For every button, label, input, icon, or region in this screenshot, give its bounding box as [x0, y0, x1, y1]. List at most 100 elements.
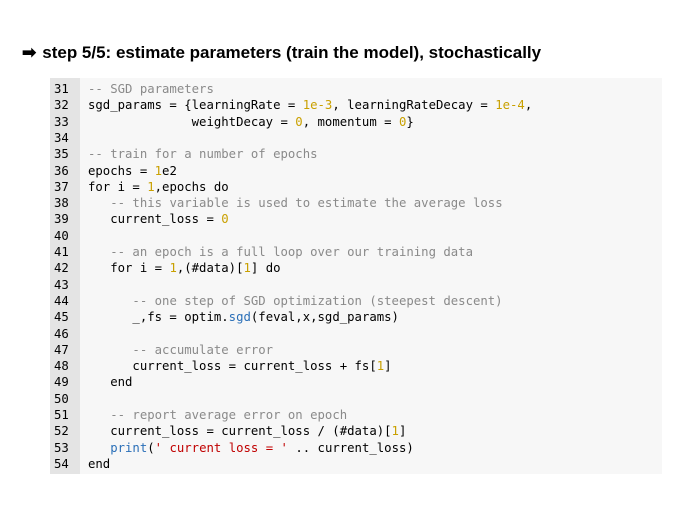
- code-token: 1e-3: [302, 98, 333, 113]
- line-number: 39: [54, 212, 69, 227]
- code-token: (feval,x,sgd_params): [250, 310, 399, 325]
- code-text: -- train for a number of epochs: [88, 146, 318, 162]
- code-token: for i =: [88, 179, 148, 194]
- line-number: 51: [54, 408, 69, 422]
- code-token: weightDecay =: [88, 114, 296, 129]
- code-token: [88, 245, 110, 259]
- code-token: , momentum =: [302, 114, 399, 129]
- code-text: current_loss = current_loss / (#data)[1]: [88, 423, 406, 439]
- code-token: , learningRateDecay =: [332, 98, 496, 113]
- code-text: -- one step of SGD optimization (steepes…: [88, 293, 503, 309]
- line-number: 43: [54, 277, 69, 292]
- code-token: current_loss = current_loss + fs[: [88, 359, 377, 374]
- code-token: [88, 408, 110, 422]
- line-number: 45: [54, 310, 69, 325]
- line-number: 38: [54, 196, 69, 211]
- code-token: 1: [376, 359, 385, 374]
- code-token: [88, 343, 132, 357]
- line-number: 42: [54, 261, 69, 276]
- code-token: sgd: [228, 310, 251, 325]
- code-text: for i = 1,(#data)[1] do: [88, 260, 281, 276]
- code-token: [88, 441, 110, 455]
- code-token: 1: [154, 163, 163, 178]
- code-token: ] do: [250, 261, 281, 276]
- code-token: ]: [384, 359, 392, 374]
- code-token: (: [147, 440, 155, 455]
- code-token: -- accumulate error: [132, 342, 274, 357]
- line-number: 32: [54, 98, 69, 113]
- code-token: 1: [169, 261, 177, 276]
- code-token: print: [110, 440, 148, 455]
- line-number: 52: [54, 424, 69, 439]
- line-number: 53: [54, 440, 69, 455]
- code-text: end: [88, 456, 110, 472]
- code-token: 0: [295, 114, 303, 129]
- line-number: 46: [54, 326, 69, 341]
- code-token: -- SGD parameters: [88, 82, 214, 96]
- line-number: 40: [54, 228, 69, 243]
- code-token: 0: [221, 212, 229, 227]
- line-number: 37: [54, 179, 69, 194]
- code-token: ,(#data)[: [176, 261, 244, 276]
- line-number: 44: [54, 293, 69, 308]
- code-text: -- this variable is used to estimate the…: [88, 195, 503, 211]
- code-text: epochs = 1e2: [88, 163, 177, 179]
- code-token: for i =: [88, 261, 170, 276]
- code-token: ,: [524, 98, 533, 113]
- code-text: -- report average error on epoch: [88, 407, 347, 423]
- line-number: 33: [54, 114, 69, 129]
- code-token: -- an epoch is a full loop over our trai…: [110, 245, 473, 259]
- code-text: current_loss = 0: [88, 211, 229, 227]
- code-token: [88, 196, 110, 210]
- line-number: 41: [54, 245, 69, 259]
- code-token: e2: [162, 163, 177, 178]
- code-token: -- report average error on epoch: [110, 408, 348, 422]
- code-text: weightDecay = 0, momentum = 0}: [88, 114, 414, 130]
- code-token: end: [88, 375, 133, 390]
- code-block: 31 -- SGD parameters 32 sgd_params = {learn…: [50, 78, 662, 474]
- code-token: epochs =: [88, 163, 155, 178]
- line-number: 34: [54, 130, 69, 145]
- slide-heading: ➡ step 5/5: estimate parameters (train th…: [22, 43, 541, 63]
- line-number-gutter: [50, 78, 80, 474]
- code-text: -- an epoch is a full loop over our trai…: [88, 244, 473, 260]
- code-token: 0: [398, 114, 407, 129]
- line-number: 54: [54, 456, 69, 471]
- line-number: 35: [54, 147, 69, 162]
- code-token: [88, 294, 132, 308]
- code-text: sgd_params = {learningRate = 1e-3, learn…: [88, 97, 532, 113]
- code-text: end: [88, 374, 132, 390]
- line-number: 31: [54, 82, 69, 96]
- code-token: 1: [147, 179, 155, 194]
- code-token: 1: [243, 261, 251, 276]
- code-token: ]: [398, 424, 407, 439]
- code-token: .. current_loss): [287, 440, 414, 455]
- heading-text: step 5/5: estimate parameters (train the…: [42, 43, 542, 62]
- code-text: current_loss = current_loss + fs[1]: [88, 358, 392, 374]
- code-text: for i = 1,epochs do: [88, 179, 229, 195]
- line-number: 48: [54, 359, 69, 374]
- code-token: current_loss = current_loss / (#data)[: [88, 424, 392, 439]
- line-number: 36: [54, 163, 69, 178]
- code-token: 1: [391, 424, 399, 439]
- code-token: current_loss =: [88, 212, 222, 227]
- code-token: -- this variable is used to estimate the…: [110, 196, 503, 211]
- code-text: _,fs = optim.sgd(feval,x,sgd_params): [88, 309, 399, 325]
- arrow-right-icon: ➡: [22, 43, 37, 62]
- code-token: -- one step of SGD optimization (steepes…: [132, 293, 503, 308]
- code-token: _,fs = optim.: [88, 310, 229, 325]
- code-token: ,epochs do: [154, 179, 229, 194]
- code-text: -- accumulate error: [88, 342, 273, 358]
- code-token: end: [88, 456, 111, 471]
- line-number: 47: [54, 342, 69, 357]
- line-number: 49: [54, 375, 69, 390]
- code-token: ' current loss = ': [154, 440, 288, 455]
- code-token: 1e-4: [495, 98, 525, 113]
- code-token: }: [406, 114, 414, 129]
- code-token: sgd_params = {learningRate =: [88, 98, 303, 113]
- code-text: print(' current loss = ' .. current_loss…: [88, 440, 414, 456]
- code-token: -- train for a number of epochs: [88, 147, 318, 162]
- code-text: -- SGD parameters: [88, 81, 214, 97]
- line-number: 50: [54, 391, 69, 406]
